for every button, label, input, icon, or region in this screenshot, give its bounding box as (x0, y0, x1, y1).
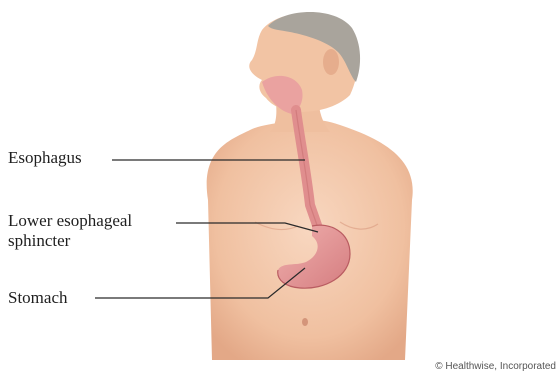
esophagus-label: Esophagus (8, 148, 82, 168)
lower-esophageal-sphincter-label: Lower esophageal sphincter (8, 211, 132, 251)
copyright-credit: © Healthwise, Incorporated (435, 361, 556, 372)
torso (207, 119, 413, 360)
stomach-label: Stomach (8, 288, 68, 308)
les-label-line-1: Lower esophageal (8, 211, 132, 231)
ear (323, 49, 339, 75)
les-label-line-2: sphincter (8, 231, 132, 251)
